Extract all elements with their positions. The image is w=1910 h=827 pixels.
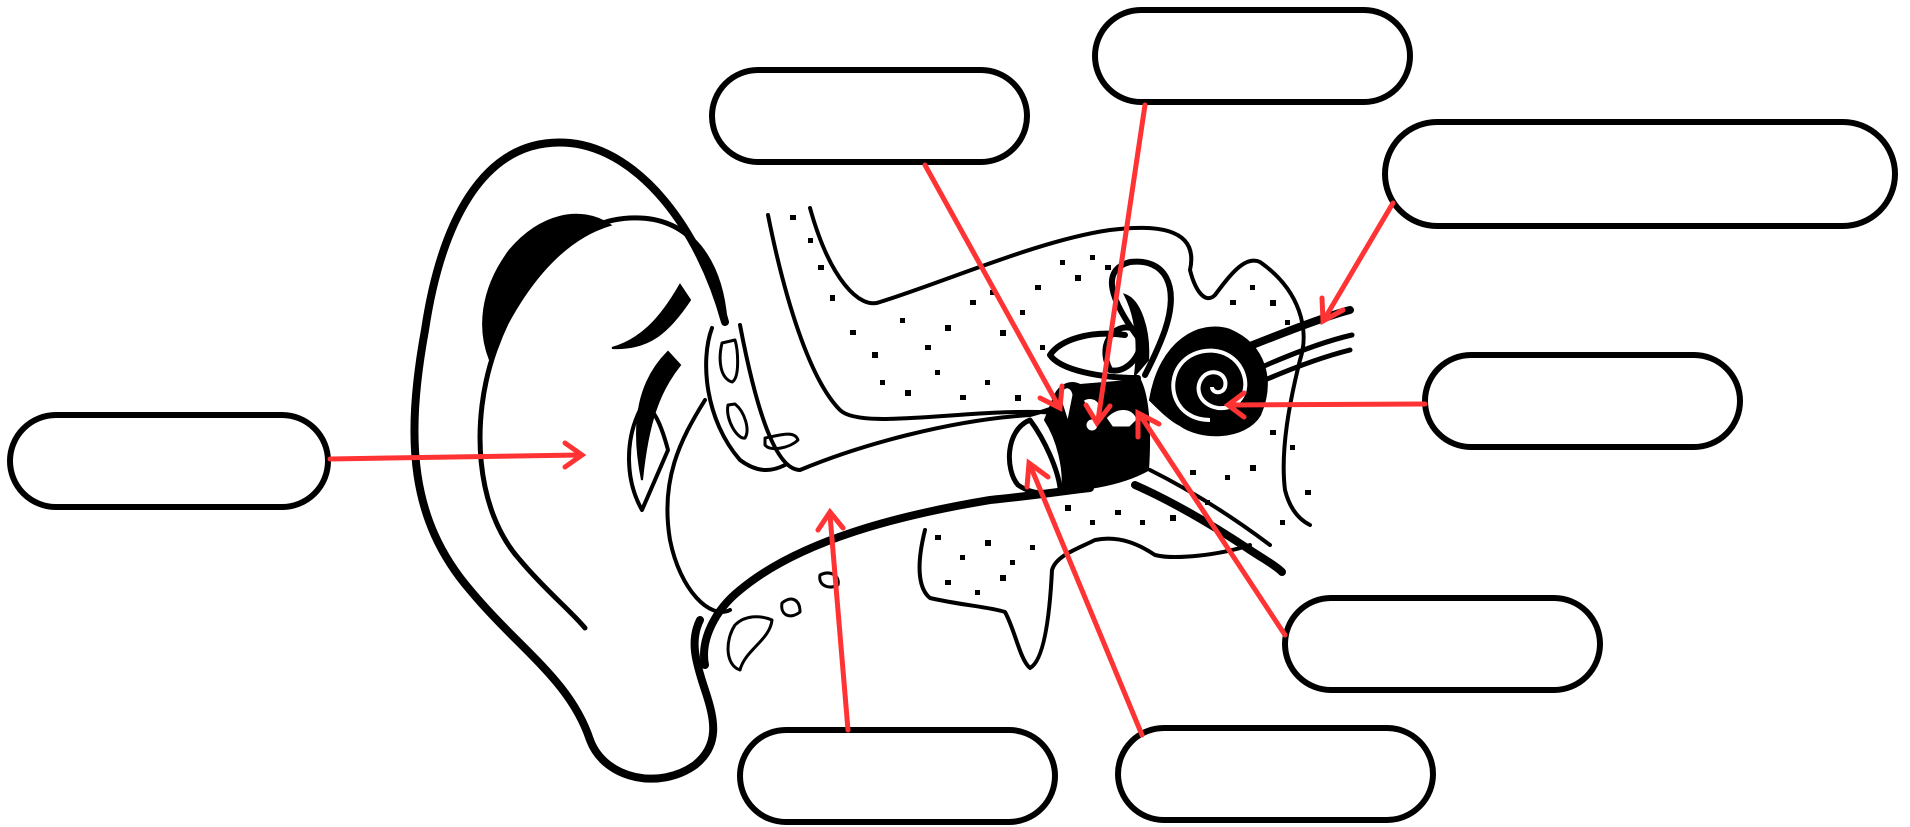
eustachian-tube-lining bbox=[1150, 470, 1270, 545]
label-eustachian-tube[interactable] bbox=[1285, 598, 1600, 690]
ear-illustration bbox=[414, 143, 1352, 779]
label-nerve[interactable] bbox=[1385, 122, 1895, 226]
label-middle-ear-top[interactable] bbox=[712, 70, 1027, 162]
label-outer-ear[interactable] bbox=[10, 415, 328, 507]
label-ossicles[interactable] bbox=[1095, 10, 1410, 102]
arrow-eustachian-tube bbox=[1138, 413, 1285, 635]
eustachian-tube bbox=[1135, 485, 1282, 572]
auditory-nerve bbox=[1240, 310, 1352, 380]
label-eardrum[interactable] bbox=[1118, 728, 1433, 820]
label-ear-canal[interactable] bbox=[740, 730, 1055, 822]
arrow-eardrum bbox=[1027, 463, 1142, 735]
arrow-nerve bbox=[1322, 203, 1393, 321]
semicircular-canals bbox=[1050, 262, 1171, 378]
label-cochlea[interactable] bbox=[1425, 355, 1740, 447]
arrow-outer-ear bbox=[330, 443, 582, 467]
arrow-middle-ear-top bbox=[925, 165, 1062, 408]
ear-canal bbox=[704, 325, 1090, 665]
